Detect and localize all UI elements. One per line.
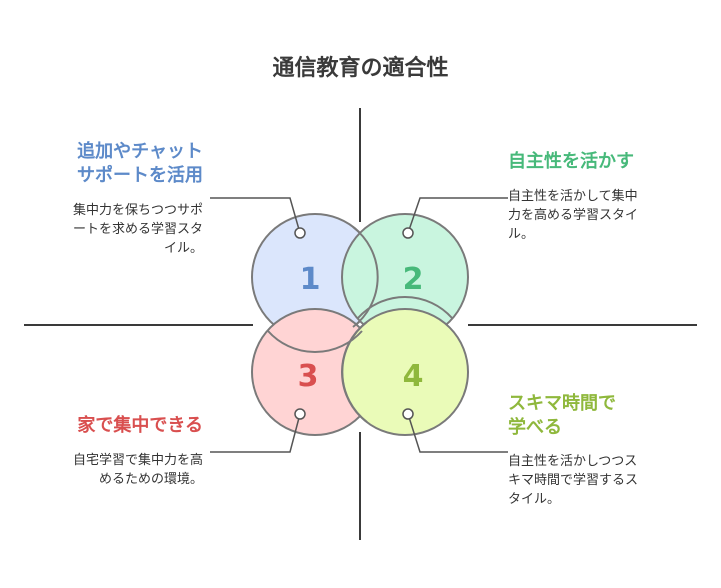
quadrant-1-heading-line: サポートを活用 [77,165,203,186]
connector-dot-2 [402,227,414,239]
circle-number-4: 4 [403,359,424,394]
quadrant-1-description: 集中力を保ちつつサポ ートを求める学習スタ イル。 [43,201,203,258]
quadrant-4-description-line: タイル。 [508,492,561,507]
quadrant-3-description-line: 自宅学習で集中力を高 [72,453,203,468]
page-title: 通信教育の適合性 [272,56,449,81]
connector-1 [210,197,301,234]
quadrant-4-heading-line: 学べる [508,417,562,438]
quadrant-2-heading: 自主性を活かす [508,150,634,174]
connector-4 [407,413,508,453]
connector-dot-1 [294,227,306,239]
circle-number-3: 3 [298,359,319,394]
circle-2-arc [357,296,453,319]
connector-dot-3 [294,408,306,420]
quadrant-3-description-line: めるための環境。 [98,472,203,487]
quadrant-2-heading-line: 自主性を活かす [508,151,634,172]
quadrant-4-description: 自主性を活かしつつス キマ時間で学習するス タイル。 [508,452,668,509]
quadrant-4-description-line: 自主性を活かしつつス [508,454,638,469]
quadrant-1-heading: 追加やチャット サポートを活用 [77,140,203,188]
connector-dot-4 [402,408,414,420]
quadrant-1-description-line: ートを求める学習スタ [72,222,203,237]
quadrant-4-description-line: キマ時間で学習するス [508,473,639,488]
connector-2 [407,197,508,234]
quadrant-1-description-line: イル。 [163,241,203,256]
quadrant-2-description-line: ル。 [508,227,535,242]
quadrant-2-description: 自主性を活かして集中 力を高める学習スタイ ル。 [508,187,668,244]
quadrant-4-heading: スキマ時間で 学べる [508,392,616,440]
quadrant-3-heading: 家で集中できる [77,414,203,438]
quadrant-2-description-line: 自主性を活かして集中 [508,189,638,204]
quadrant-1-heading-line: 追加やチャット [77,141,203,162]
quadrant-1-description-line: 集中力を保ちつつサポ [72,203,203,218]
circle-number-2: 2 [403,262,424,297]
circle-4-arc [341,321,368,423]
circle-1-arc [352,226,379,328]
quadrant-4-heading-line: スキマ時間で [508,393,616,414]
connector-3 [210,413,301,453]
quadrant-2-description-line: 力を高める学習スタイ [508,208,639,223]
circle-3-arc [267,330,363,353]
quadrant-3-description: 自宅学習で集中力を高 めるための環境。 [43,451,203,489]
quadrant-3-heading-line: 家で集中できる [77,415,203,436]
circle-number-1: 1 [300,262,321,297]
